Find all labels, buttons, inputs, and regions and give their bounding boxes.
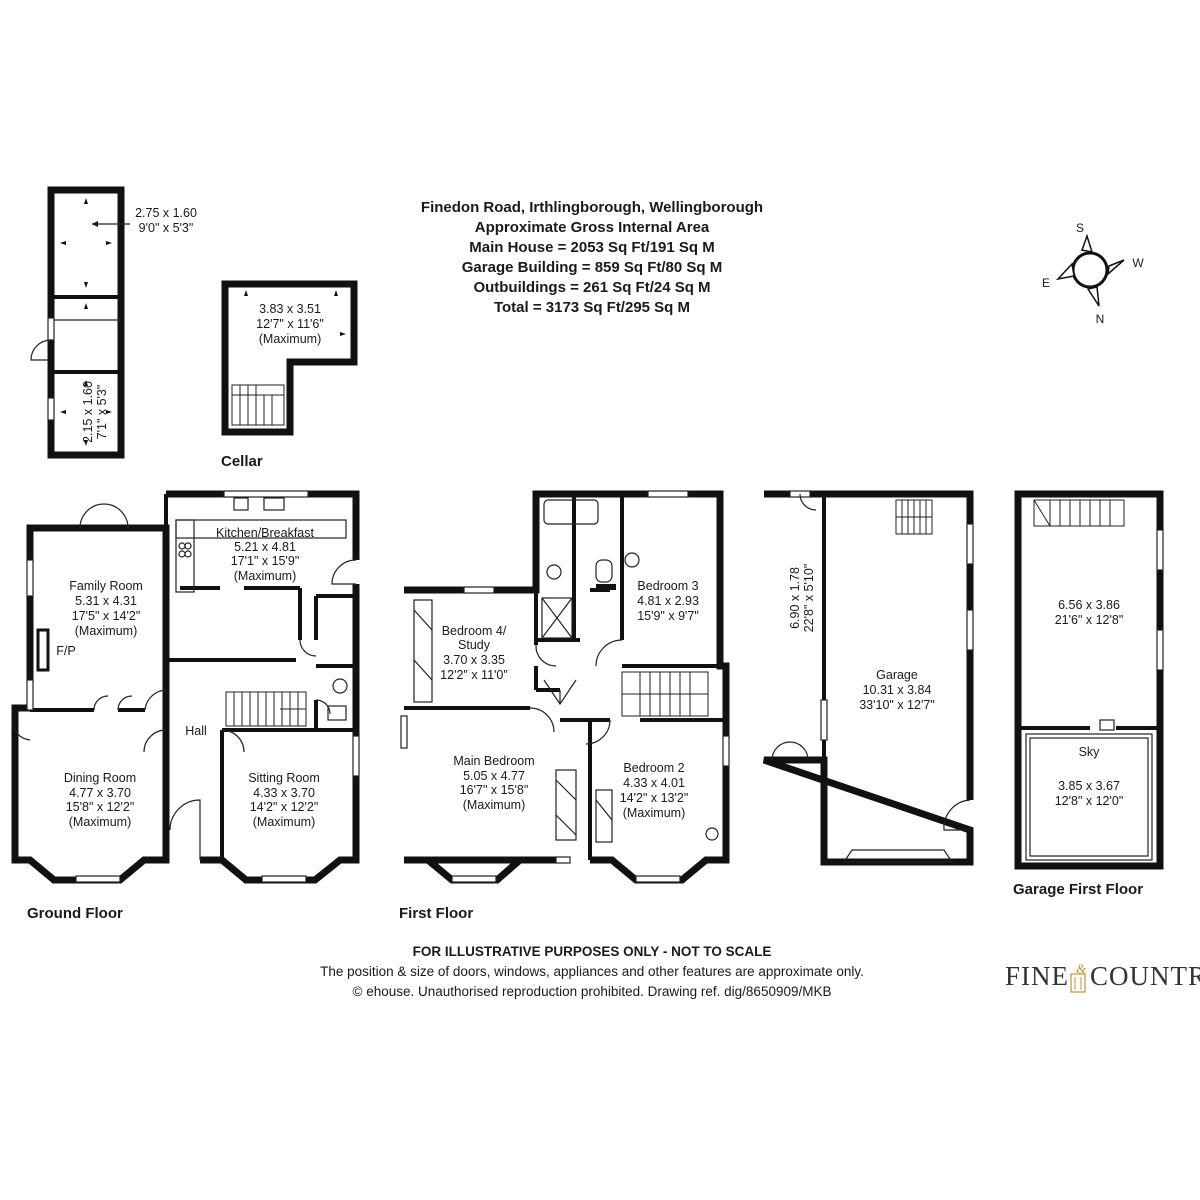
- sitting-room-note: (Maximum): [253, 815, 316, 829]
- dining-room-note: (Maximum): [69, 815, 132, 829]
- family-room-name: Family Room: [69, 579, 143, 593]
- logo-ampersand: &: [1076, 961, 1087, 976]
- dining-room-imperial: 15'8" x 12'2": [66, 800, 135, 814]
- bedroom3-name: Bedroom 3: [637, 579, 698, 593]
- hall-label: Hall: [185, 724, 207, 738]
- dining-room-name: Dining Room: [64, 771, 136, 785]
- garage-first-floor-label: Garage First Floor: [1013, 881, 1143, 898]
- garage-upper-metric: 6.56 x 3.86: [1058, 598, 1120, 612]
- outbuilding-bottom-metric: 2.15 x 1.60: [81, 381, 95, 443]
- disclaimer-line3: © ehouse. Unauthorised reproduction proh…: [353, 984, 832, 999]
- outbuildings-plan: 2.75 x 1.60 9'0" x 5'3" 2.15 x 1.60 7'1"…: [30, 186, 197, 459]
- address-text: Finedon Road, Irthlingborough, Wellingbo…: [421, 199, 763, 216]
- main-bedroom-imperial: 16'7" x 15'8": [460, 783, 529, 797]
- compass-n: N: [1096, 312, 1105, 326]
- cellar-plan: 3.83 x 3.51 12'7" x 11'6" (Maximum) Cell…: [221, 280, 358, 470]
- outbuilding-top-metric: 2.75 x 1.60: [135, 206, 197, 220]
- garage-building-area: Garage Building = 859 Sq Ft/80 Sq M: [462, 259, 722, 276]
- compass-e: E: [1042, 276, 1050, 290]
- bedroom2-metric: 4.33 x 4.01: [623, 776, 685, 790]
- sky-metric: 3.85 x 3.67: [1058, 779, 1120, 793]
- outbuilding-bottom-imperial: 7'1" x 5'3": [95, 385, 109, 440]
- disclaimer: FOR ILLUSTRATIVE PURPOSES ONLY - NOT TO …: [320, 944, 864, 999]
- fireplace-label: F/P: [56, 644, 75, 658]
- outbuildings-area: Outbuildings = 261 Sq Ft/24 Sq M: [473, 279, 710, 296]
- garage-first-floor-plan: 6.56 x 3.86 21'6" x 12'8" Sky 3.85 x 3.6…: [1013, 490, 1164, 898]
- disclaimer-line1: FOR ILLUSTRATIVE PURPOSES ONLY - NOT TO …: [413, 944, 772, 959]
- garage-metric: 10.31 x 3.84: [863, 683, 932, 697]
- sitting-room-metric: 4.33 x 3.70: [253, 786, 315, 800]
- bedroom4-metric: 3.70 x 3.35: [443, 653, 505, 667]
- garage-plan: 6.90 x 1.78 22'8" x 5'10" Garage 10.31 x…: [762, 490, 974, 866]
- compass-icon: S W E N: [1042, 221, 1144, 326]
- cellar-imperial: 12'7" x 11'6": [256, 317, 324, 331]
- family-room-note: (Maximum): [75, 624, 138, 638]
- compass-w: W: [1132, 256, 1144, 270]
- logo-word-fine: FINE: [1005, 961, 1069, 991]
- bedroom4-name-2: Study: [458, 638, 491, 652]
- kitchen-name: Kitchen/Breakfast: [216, 526, 314, 540]
- compass-s: S: [1076, 221, 1084, 235]
- bedroom4-name: Bedroom 4/: [442, 624, 507, 638]
- bedroom2-name: Bedroom 2: [623, 761, 684, 775]
- family-room-metric: 5.31 x 4.31: [75, 594, 137, 608]
- area-header: Finedon Road, Irthlingborough, Wellingbo…: [421, 199, 763, 316]
- cellar-floor-label: Cellar: [221, 453, 263, 470]
- bedroom2-imperial: 14'2" x 13'2": [620, 791, 689, 805]
- outbuilding-top-imperial: 9'0" x 5'3": [139, 221, 194, 235]
- fine-country-logo: FINE & COUNTRY: [1005, 961, 1200, 993]
- cellar-metric: 3.83 x 3.51: [259, 302, 321, 316]
- side-store-imperial: 22'8" x 5'10": [802, 564, 816, 633]
- kitchen-note: (Maximum): [234, 569, 297, 583]
- main-bedroom-note: (Maximum): [463, 798, 526, 812]
- logo-word-country: COUNTRY: [1090, 961, 1200, 991]
- first-floor-plan: Bedroom 4/ Study 3.70 x 3.35 12'2" x 11'…: [399, 490, 730, 922]
- sky-imperial: 12'8" x 12'0": [1055, 794, 1124, 808]
- ground-floor-plan: Kitchen/Breakfast 5.21 x 4.81 17'1" x 15…: [11, 490, 360, 922]
- cellar-note: (Maximum): [259, 332, 322, 346]
- bedroom3-imperial: 15'9" x 9'7": [637, 609, 699, 623]
- dining-room-metric: 4.77 x 3.70: [69, 786, 131, 800]
- disclaimer-line2: The position & size of doors, windows, a…: [320, 964, 864, 979]
- bedroom4-imperial: 12'2" x 11'0": [440, 668, 508, 682]
- bedroom2-note: (Maximum): [623, 806, 686, 820]
- area-title: Approximate Gross Internal Area: [475, 219, 710, 236]
- bedroom3-metric: 4.81 x 2.93: [637, 594, 699, 608]
- garage-upper-imperial: 21'6" x 12'8": [1055, 613, 1124, 627]
- first-floor-label: First Floor: [399, 905, 473, 922]
- sky-name: Sky: [1079, 745, 1101, 759]
- kitchen-imperial: 17'1" x 15'9": [231, 554, 300, 568]
- garage-imperial: 33'10" x 12'7": [859, 698, 935, 712]
- ground-floor-label: Ground Floor: [27, 905, 123, 922]
- garage-name: Garage: [876, 668, 918, 682]
- main-house-area: Main House = 2053 Sq Ft/191 Sq M: [469, 239, 715, 256]
- total-area: Total = 3173 Sq Ft/295 Sq M: [494, 299, 690, 316]
- side-store-metric: 6.90 x 1.78: [788, 567, 802, 629]
- sitting-room-imperial: 14'2" x 12'2": [250, 800, 319, 814]
- sitting-room-name: Sitting Room: [248, 771, 320, 785]
- main-bedroom-name: Main Bedroom: [453, 754, 534, 768]
- kitchen-metric: 5.21 x 4.81: [234, 540, 296, 554]
- main-bedroom-metric: 5.05 x 4.77: [463, 769, 525, 783]
- family-room-imperial: 17'5" x 14'2": [72, 609, 141, 623]
